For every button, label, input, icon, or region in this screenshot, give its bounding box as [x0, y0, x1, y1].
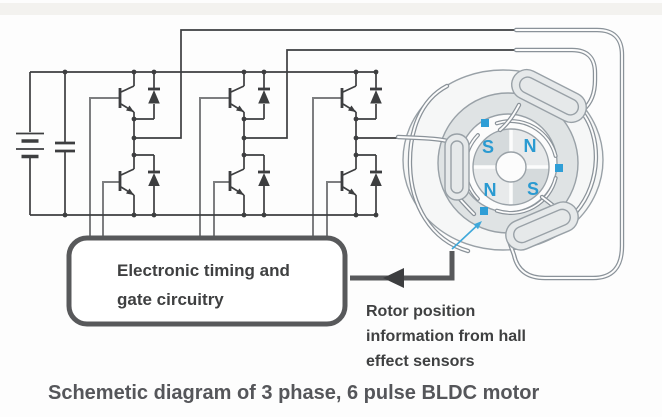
control-box: Electronic timing and gate circuitry: [66, 235, 348, 327]
bldc-motor: S N N S: [395, 27, 625, 281]
hall-sensor-top: [481, 119, 489, 127]
hall-pointer-line: [451, 225, 477, 250]
winding-end-turns: [407, 83, 599, 254]
gate-wire-leg2-upper: [199, 97, 230, 238]
rotor-shaft-hole: [495, 151, 527, 183]
annotation-line1: Rotor position: [366, 303, 475, 320]
top-band: [0, 3, 662, 15]
gate-wire-leg1-upper: [89, 97, 120, 238]
feedback-path: [350, 221, 482, 288]
annotation: Rotor position information from hall eff…: [366, 303, 526, 370]
gate-wire-leg2-lower: [213, 181, 230, 238]
phase-wire-a: [134, 29, 517, 139]
control-box-label-line2: gate circuitry: [117, 290, 224, 309]
dc-bus: [30, 71, 378, 216]
feedback-arrowhead: [383, 268, 404, 288]
inverter-leg-3: [340, 68, 384, 219]
pole-label-n1: N: [524, 136, 537, 156]
hall-sensors: [480, 119, 563, 215]
pole-label-s1: S: [482, 137, 494, 157]
hall-pointer-arrowhead: [473, 221, 482, 230]
inverter-leg-2: [228, 68, 272, 219]
annotation-line2: information from hall: [366, 328, 526, 345]
control-box-label-line1: Electronic timing and: [117, 261, 290, 280]
gate-wire-leg3-lower: [326, 181, 342, 238]
pole-label-n2: N: [484, 180, 497, 200]
winding-coil-bottom: [505, 201, 579, 251]
phase-wires: [134, 29, 517, 139]
gate-wire-leg1-lower: [102, 181, 120, 238]
winding-coil-top: [511, 68, 587, 124]
gate-wire-leg3-upper: [312, 97, 342, 238]
dc-link-capacitor: [55, 69, 75, 218]
annotation-line3: effect sensors: [366, 353, 475, 370]
caption: Schemetic diagram of 3 phase, 6 pulse BL…: [48, 382, 539, 404]
winding-coil-left: [444, 133, 470, 201]
phase-wire-b: [244, 49, 517, 139]
hall-sensor-right: [555, 164, 563, 172]
pole-label-s2: S: [527, 179, 539, 199]
inverter-leg-1: [118, 68, 162, 219]
hall-sensor-bottom: [480, 207, 488, 215]
rotor: S N N S: [472, 128, 550, 206]
gate-wires: [89, 97, 342, 238]
battery: [16, 72, 44, 215]
